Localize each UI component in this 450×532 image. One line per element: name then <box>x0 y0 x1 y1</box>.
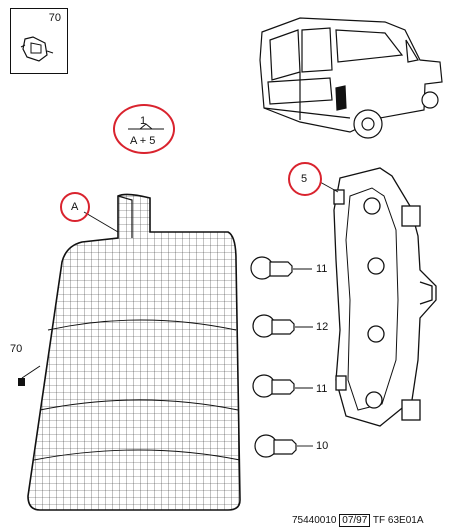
callout-lens: A <box>71 201 79 213</box>
leader-lines <box>83 181 339 233</box>
clip-icon <box>20 36 54 62</box>
bulbs <box>250 256 313 458</box>
footer-date: 07/97 <box>339 514 371 527</box>
inset-box: 70 <box>10 8 68 74</box>
callout-bulb-2: 12 <box>316 321 329 333</box>
lens-outline <box>27 193 241 511</box>
clip-part <box>18 365 41 386</box>
callout-bulb-3: 11 <box>316 383 328 395</box>
footer-ref: 75440010 <box>292 515 337 526</box>
bulb-4 <box>254 434 313 458</box>
callout-bulb-4: 10 <box>316 440 329 452</box>
formula-bottom: A + 5 <box>130 135 156 147</box>
van-illustration <box>259 17 443 139</box>
callout-5-circle <box>288 162 322 196</box>
callout-a-circle <box>60 192 90 222</box>
footer-code: TF 63E01A <box>372 515 424 526</box>
callout-bulb-1: 11 <box>316 263 328 275</box>
bulb-1 <box>250 256 312 280</box>
formula-top: 1 <box>140 115 147 127</box>
bulb-2 <box>252 314 313 338</box>
inset-number: 70 <box>48 12 61 24</box>
callout-clip: 70 <box>10 343 23 355</box>
callout-holder: 5 <box>301 173 308 185</box>
footer-reference: 75440010 07/97 TF 63E01A <box>292 514 424 527</box>
formula-circle <box>113 104 175 154</box>
bulb-holder <box>333 167 437 427</box>
bulb-3 <box>252 374 313 398</box>
